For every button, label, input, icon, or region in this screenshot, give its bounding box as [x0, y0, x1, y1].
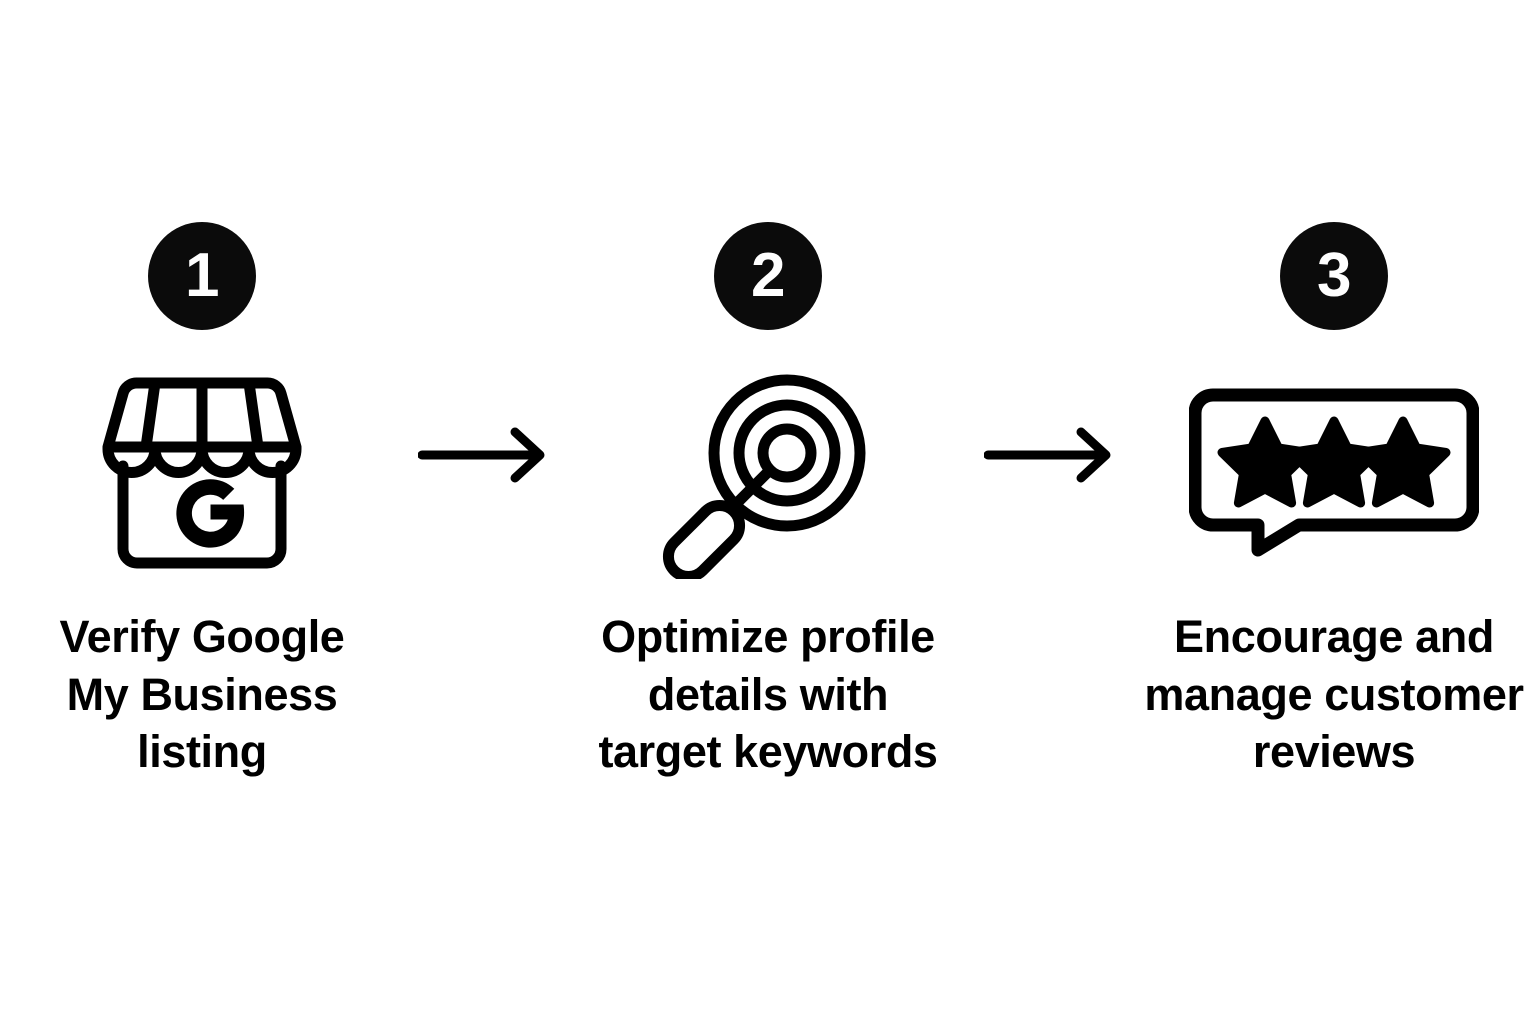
- steps-row: 1: [0, 222, 1536, 802]
- arrow-right-icon: [984, 427, 1111, 483]
- step-number-badge-1: 1: [148, 222, 256, 330]
- step-1[interactable]: 1: [0, 222, 412, 781]
- step-number-label-3: 3: [1317, 241, 1351, 310]
- google-g-glyph: [176, 479, 245, 548]
- step-icon-2: [659, 364, 877, 582]
- step-number-label-1: 1: [185, 241, 219, 310]
- connector-1: [412, 222, 558, 486]
- step-2[interactable]: 2 Optimize profile details with ta: [558, 222, 978, 781]
- step-caption-3: Encourage and manage customer reviews: [1144, 611, 1524, 778]
- step-caption-2: Optimize profile details with target key…: [598, 611, 938, 778]
- magnifier-target-icon: [662, 374, 866, 579]
- star-icon: [1355, 416, 1451, 508]
- step-icon-1: [93, 364, 311, 582]
- step-number-badge-3: 3: [1280, 222, 1388, 330]
- review-speech-bubble-stars-icon: [1189, 388, 1479, 557]
- step-number-label-2: 2: [751, 241, 785, 310]
- step-number-badge-2: 2: [714, 222, 822, 330]
- storefront-google-icon: [102, 377, 302, 569]
- connector-2: [978, 222, 1124, 486]
- step-caption-1: Verify Google My Business listing: [59, 611, 345, 778]
- arrow-right-icon: [418, 427, 545, 483]
- step-icon-3: [1189, 364, 1479, 582]
- step-3[interactable]: 3 Encourage and manage customer reviews: [1124, 222, 1536, 781]
